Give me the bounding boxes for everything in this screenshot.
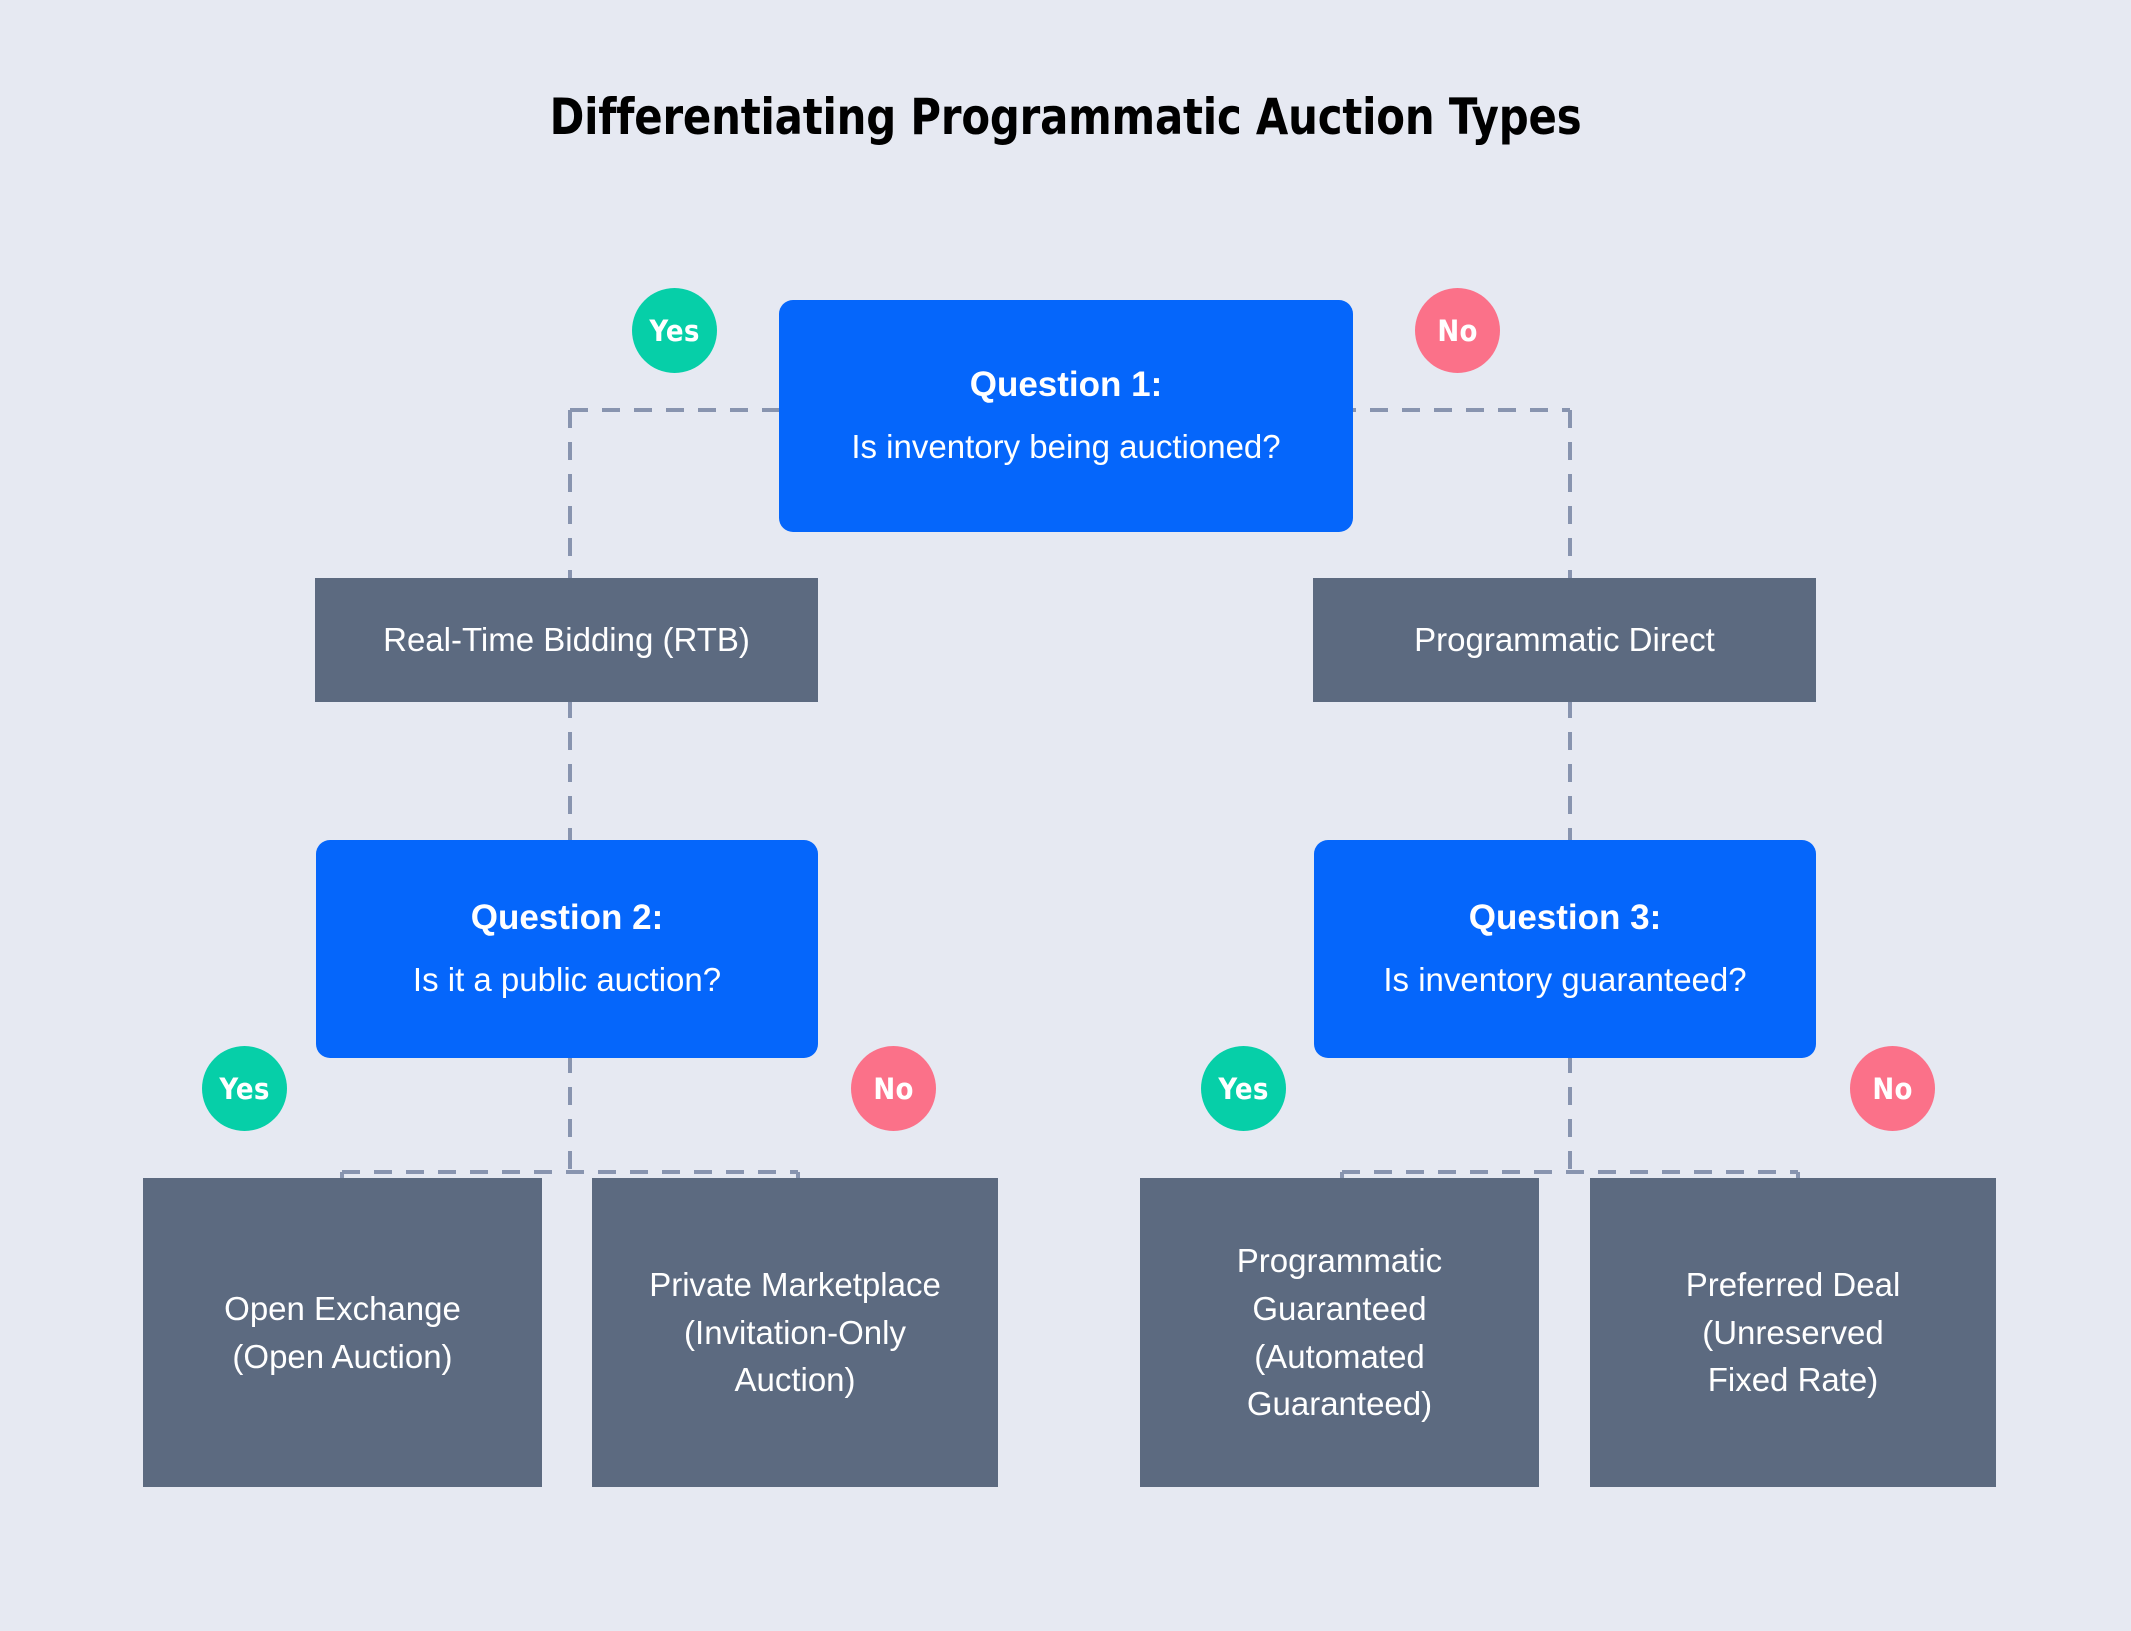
question-3-subtitle: Is inventory guaranteed?	[1383, 961, 1747, 999]
question-2-yes-badge[interactable]: Yes	[202, 1046, 287, 1131]
outcome-preferred-deal-label: Preferred Deal (Unreserved Fixed Rate)	[1685, 1265, 1901, 1399]
question-1-subtitle: Is inventory being auctioned?	[851, 428, 1281, 466]
question-2-no-badge[interactable]: No	[851, 1046, 936, 1131]
question-3-box[interactable]: Question 3: Is inventory guaranteed?	[1314, 840, 1816, 1058]
outcome-private-marketplace-label: Private Marketplace (Invitation-Only Auc…	[649, 1265, 941, 1399]
question-2-title: Question 2:	[470, 898, 664, 938]
outcome-programmatic-guaranteed-label: Programmatic Guaranteed (Automated Guara…	[1236, 1241, 1443, 1423]
page-title: Differentiating Programmatic Auction Typ…	[549, 88, 1582, 146]
outcome-programmatic-direct[interactable]: Programmatic Direct	[1313, 578, 1816, 702]
question-2-box[interactable]: Question 2: Is it a public auction?	[316, 840, 818, 1058]
outcome-private-marketplace[interactable]: Private Marketplace (Invitation-Only Auc…	[592, 1178, 998, 1487]
question-2-subtitle: Is it a public auction?	[412, 961, 722, 999]
question-3-title: Question 3:	[1468, 898, 1662, 938]
question-1-no-badge[interactable]: No	[1415, 288, 1500, 373]
question-3-yes-badge[interactable]: Yes	[1201, 1046, 1286, 1131]
question-1-title: Question 1:	[969, 365, 1163, 405]
outcome-open-exchange-label: Open Exchange (Open Auction)	[224, 1289, 461, 1375]
outcome-programmatic-guaranteed[interactable]: Programmatic Guaranteed (Automated Guara…	[1140, 1178, 1539, 1487]
outcome-real-time-bidding-label: Real-Time Bidding (RTB)	[383, 621, 750, 659]
outcome-open-exchange[interactable]: Open Exchange (Open Auction)	[143, 1178, 542, 1487]
outcome-preferred-deal[interactable]: Preferred Deal (Unreserved Fixed Rate)	[1590, 1178, 1996, 1487]
outcome-real-time-bidding[interactable]: Real-Time Bidding (RTB)	[315, 578, 818, 702]
question-1-box[interactable]: Question 1: Is inventory being auctioned…	[779, 300, 1353, 532]
question-3-no-badge[interactable]: No	[1850, 1046, 1935, 1131]
question-1-yes-badge[interactable]: Yes	[632, 288, 717, 373]
outcome-programmatic-direct-label: Programmatic Direct	[1414, 621, 1715, 659]
